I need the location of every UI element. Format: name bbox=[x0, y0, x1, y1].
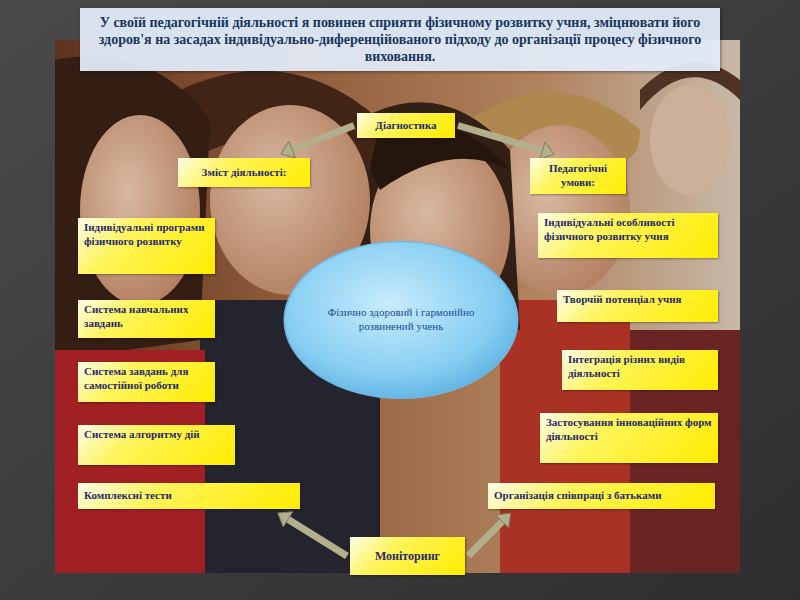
text-box: Зміст діяльності: bbox=[178, 158, 310, 187]
node-text: Комплексні тести bbox=[84, 489, 294, 503]
text-box: Індивідуальні особливості фізичного розв… bbox=[538, 213, 718, 258]
arrow-head bbox=[540, 142, 554, 159]
block-arrow bbox=[281, 126, 354, 159]
text-box: Індивідуальні програми фізичного розвитк… bbox=[78, 218, 215, 274]
text-box: Система алгоритму дій bbox=[78, 425, 235, 465]
block-arrow bbox=[278, 512, 347, 556]
node-text: Система завдань для самостійної роботи bbox=[84, 365, 209, 393]
node-text: Моніторинг bbox=[356, 549, 459, 564]
text-box: Система навчальних завдань bbox=[78, 300, 215, 338]
arrow-shaft bbox=[290, 126, 354, 151]
block-arrow bbox=[468, 513, 511, 556]
text-box: Застосування інноваційних форм діяльност… bbox=[540, 413, 718, 463]
node-text: Діагностика bbox=[363, 119, 449, 133]
node-text: Система алгоритму дій bbox=[84, 428, 229, 442]
text-box: Система завдань для самостійної роботи bbox=[78, 362, 215, 402]
node-text: Фізично здоровий і гармонійно розвинений… bbox=[326, 306, 476, 334]
node-text: Педагогічні умови: bbox=[536, 162, 620, 190]
text-box: Інтеграція різних видів діяльності bbox=[562, 350, 718, 390]
arrow-head bbox=[281, 141, 295, 158]
node-text: Організація співпраці з батьками bbox=[494, 489, 709, 503]
goal-ellipse: Фізично здоровий і гармонійно розвинений… bbox=[282, 240, 520, 400]
node-text: Інтеграція різних видів діяльності bbox=[568, 353, 712, 381]
text-box: Комплексні тести bbox=[78, 483, 300, 509]
node-text: Застосування інноваційних форм діяльност… bbox=[546, 416, 712, 444]
node-text: Творчій потенціал учня bbox=[563, 293, 712, 307]
node-text: Індивідуальні програми фізичного розвитк… bbox=[84, 221, 209, 249]
arrow-head bbox=[278, 512, 293, 527]
block-arrow bbox=[458, 126, 554, 160]
arrow-shaft bbox=[286, 518, 347, 556]
arrow-head bbox=[496, 513, 511, 528]
title-text: У своїй педагогічній діяльності я повине… bbox=[99, 15, 701, 64]
node-text: Зміст діяльності: bbox=[184, 166, 304, 180]
arrow-shaft bbox=[458, 126, 544, 152]
arrow-shaft bbox=[468, 520, 504, 556]
node-text: Індивідуальні особливості фізичного розв… bbox=[544, 216, 712, 244]
text-box: Організація співпраці з батьками bbox=[488, 483, 715, 509]
text-box: Діагностика bbox=[357, 113, 455, 138]
slide-title: У своїй педагогічній діяльності я повине… bbox=[80, 8, 720, 71]
text-box: Педагогічні умови: bbox=[530, 158, 626, 194]
node-text: Система навчальних завдань bbox=[84, 303, 209, 331]
text-box: Творчій потенціал учня bbox=[557, 290, 718, 322]
text-box: Моніторинг bbox=[350, 537, 465, 575]
